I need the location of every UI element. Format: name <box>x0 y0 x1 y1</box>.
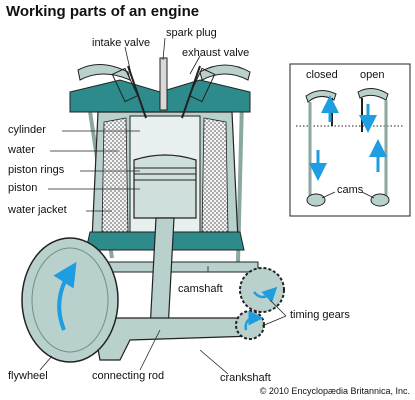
upper-timing-gear <box>239 267 285 313</box>
label-crankshaft: crankshaft <box>220 372 271 384</box>
lower-timing-gear <box>235 310 265 340</box>
label-connecting-rod: connecting rod <box>92 370 165 382</box>
label-exhaust-valve: exhaust valve <box>182 47 250 59</box>
upper-gear-arrow <box>253 286 278 303</box>
camshaft <box>107 261 259 273</box>
lower-gear-arrow <box>244 310 264 331</box>
diagram-title: Working parts of an engine <box>6 3 200 20</box>
copyright-credit: © 2010 Encyclopædia Britannica, Inc. <box>259 386 410 396</box>
flywheel-rim <box>31 247 109 353</box>
intake-valve-spring <box>111 67 139 103</box>
piston <box>133 154 197 219</box>
label-intake-valve: intake valve <box>92 37 151 49</box>
exhaust-valve <box>181 65 201 119</box>
spark-plug <box>159 57 168 111</box>
label-cylinder: cylinder <box>8 124 46 136</box>
label-spark-plug: spark plug <box>166 27 217 39</box>
water-jacket-left <box>101 117 129 233</box>
label-flywheel: flywheel <box>8 370 48 382</box>
inset-closed-cam <box>306 193 326 207</box>
cams-leader-left <box>321 191 336 199</box>
leader-lines <box>39 37 287 375</box>
flywheel <box>21 237 119 363</box>
exhaust-valve-spring <box>188 67 216 103</box>
label-piston: piston <box>8 182 38 194</box>
exhaust-rocker-arm <box>199 64 251 81</box>
inset-label-closed: closed <box>306 69 338 81</box>
inset-label-open: open <box>360 69 385 81</box>
label-camshaft: camshaft <box>178 283 223 295</box>
label-water-jacket: water jacket <box>8 204 67 216</box>
label-piston-rings: piston rings <box>8 164 65 176</box>
water-jacket-right <box>201 117 229 233</box>
cams-leader-right <box>361 191 375 199</box>
inset-label-cams: cams <box>337 184 364 196</box>
intake-rocker-arm <box>77 64 131 81</box>
label-timing-gears: timing gears <box>290 309 350 321</box>
flywheel-rotation-arrow <box>53 261 77 331</box>
label-water: water <box>8 144 35 156</box>
inset-open-cam <box>370 193 390 207</box>
